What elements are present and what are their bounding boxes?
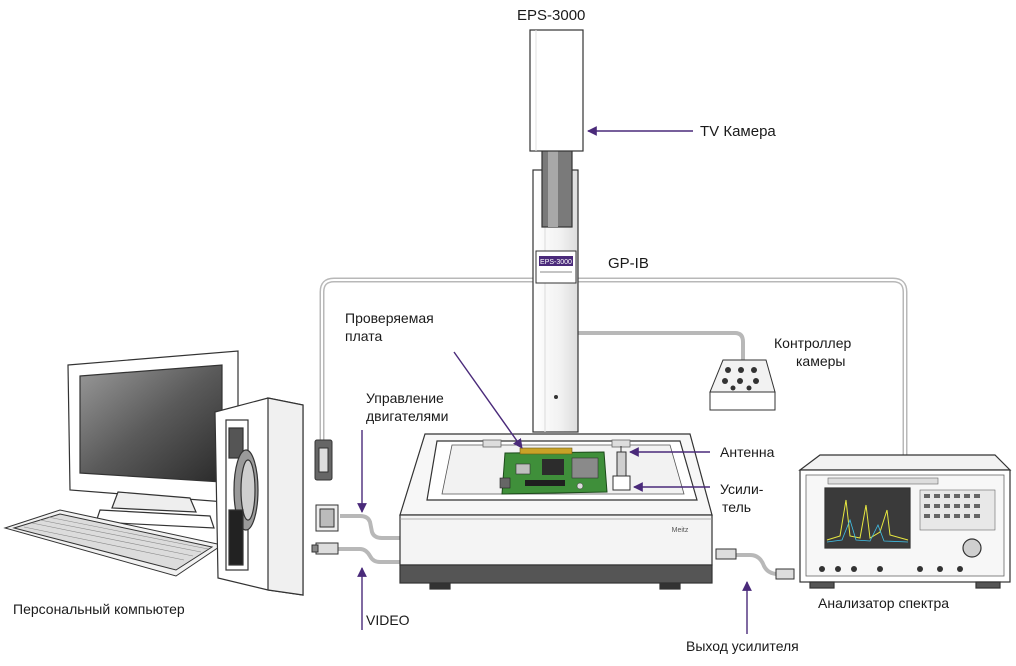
antenna-label: Антенна: [720, 444, 775, 460]
gpib-cable: [319, 277, 908, 458]
pc-keyboard: [3, 509, 224, 577]
motor-cable: [340, 514, 402, 540]
tv-camera-label: TV Камера: [700, 123, 776, 140]
pc-tower: [214, 397, 304, 596]
pc-label: Персональный компьютер: [13, 601, 185, 617]
eps-title-label: EPS-3000: [517, 7, 586, 24]
board-label-line1: Проверяемая: [345, 310, 434, 326]
video-cable: [335, 547, 402, 564]
motor-connector: [315, 504, 339, 532]
amplifier: [612, 475, 631, 491]
tv-camera: [529, 29, 584, 152]
camera-column: [532, 149, 579, 433]
pc-monitor: [67, 350, 239, 529]
column-badge-text: EPS-3000: [540, 259, 572, 266]
motor-label-line1: Управление: [366, 390, 444, 406]
camera-controller-label-line2: камеры: [796, 353, 846, 369]
camera-controller-cable: [576, 331, 745, 365]
gpib-connector: [314, 439, 333, 481]
video-label: VIDEO: [366, 612, 410, 628]
camera-controller-label-line1: Контроллер: [774, 335, 852, 351]
column-badge: EPS-3000: [535, 250, 577, 284]
amplifier-label-line2: тель: [722, 499, 752, 515]
board-label-line2: плата: [345, 328, 383, 344]
spectrum-analyzer: [798, 454, 1012, 589]
amplifier-output-cable: [735, 553, 792, 576]
amp-out-label: Выход усилителя: [686, 638, 799, 654]
amp-out-connector: [715, 548, 795, 580]
amplifier-label-line1: Усили-: [720, 481, 764, 497]
callout-arrows: [357, 126, 752, 634]
analyzer-label: Анализатор спектра: [818, 595, 950, 611]
camera-controller: [709, 359, 776, 411]
arrow-board: [453, 351, 523, 449]
video-connector: [311, 542, 339, 555]
motor-label-line2: двигателями: [366, 408, 449, 424]
gpib-label: GP-IB: [608, 255, 649, 272]
base-badge: Meitz: [672, 527, 689, 534]
pcb-board: [499, 447, 608, 495]
